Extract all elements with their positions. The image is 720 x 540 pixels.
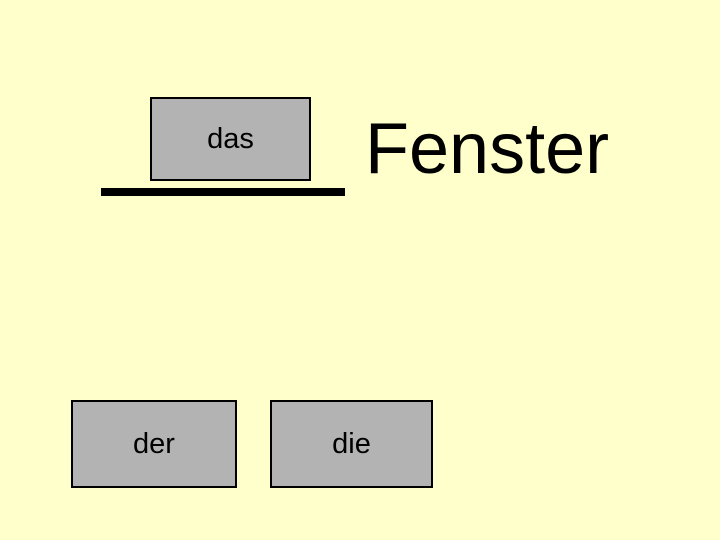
selected-article-box-das[interactable]: das — [150, 97, 311, 181]
noun-word: Fenster — [365, 109, 610, 189]
blank-underline — [101, 188, 345, 196]
article-option-der[interactable]: der — [71, 400, 237, 488]
article-option-die-label: die — [332, 427, 371, 460]
article-option-die[interactable]: die — [270, 400, 433, 488]
article-option-der-label: der — [133, 427, 175, 460]
selected-article-label: das — [207, 122, 254, 155]
